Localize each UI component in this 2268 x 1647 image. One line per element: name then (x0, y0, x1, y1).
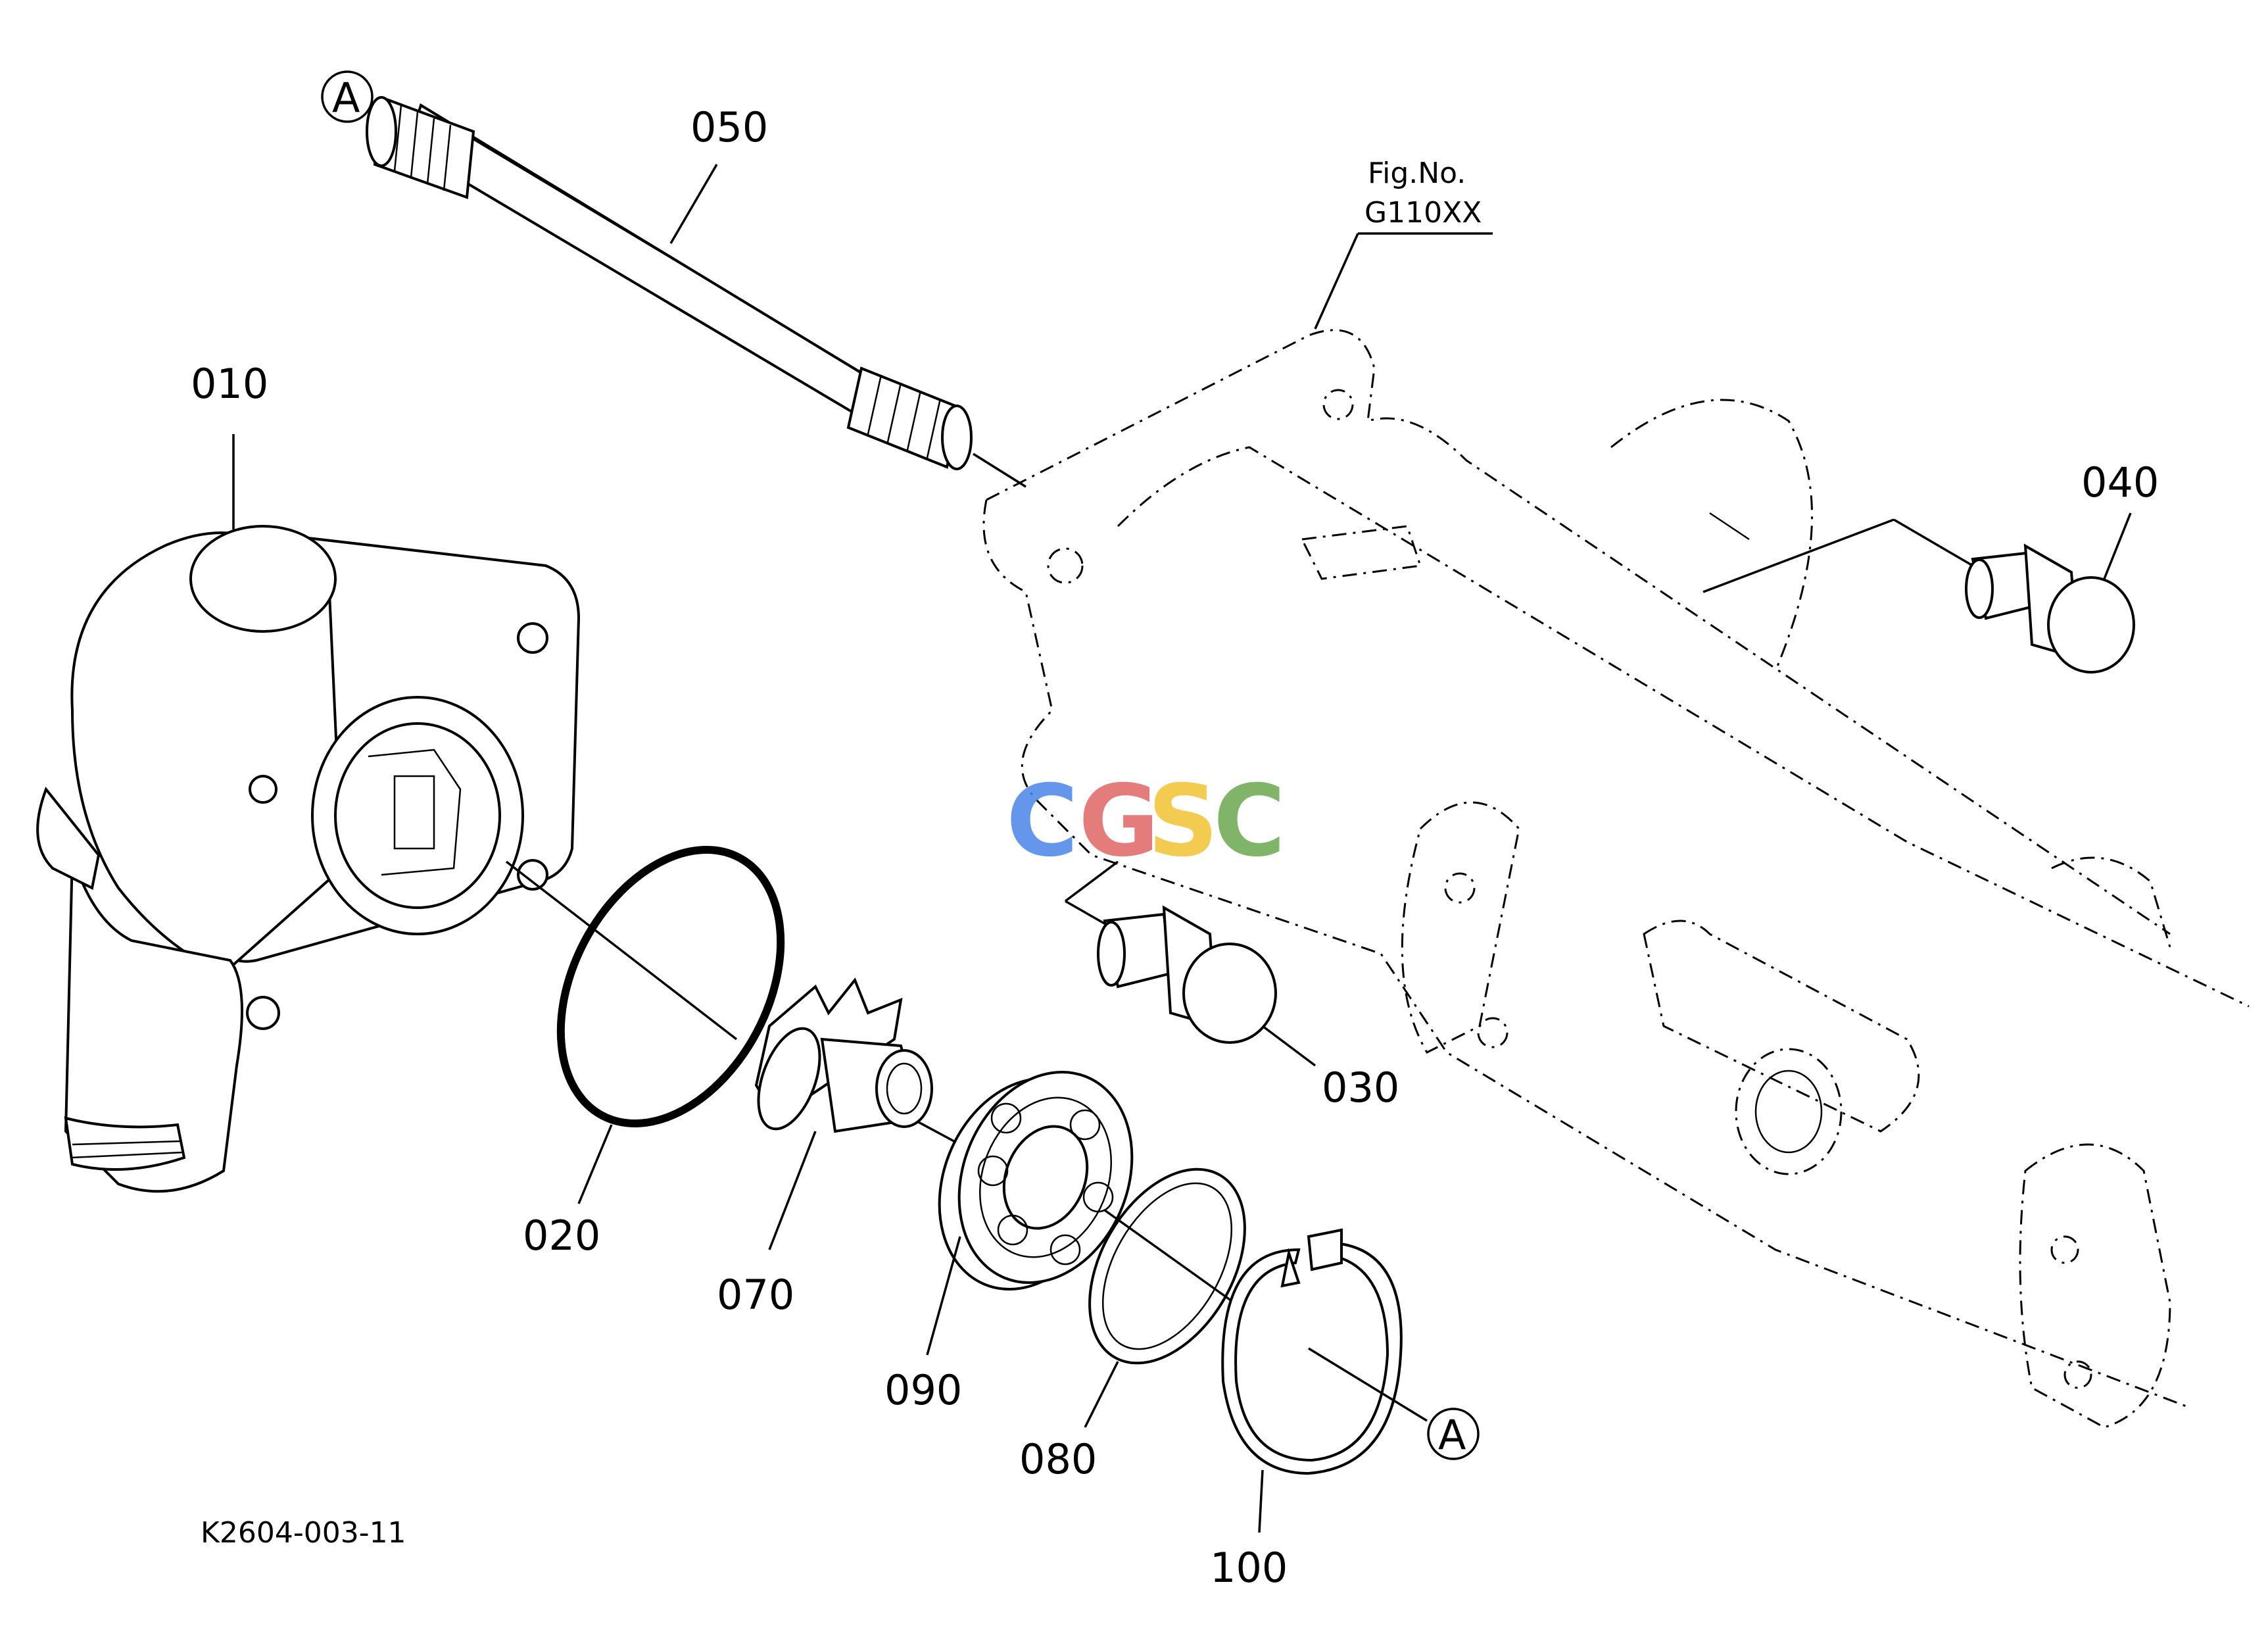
callout-a-top: A (321, 70, 374, 123)
part-090-bearing (926, 1071, 1134, 1356)
watermark-letter-2: G (1078, 764, 1159, 879)
label-040: 040 (2081, 458, 2159, 506)
part-100-circlip (1221, 1228, 1428, 1533)
drawing-code: K2604-003-11 (201, 1516, 406, 1550)
callout-a-letter: A (1438, 1411, 1466, 1459)
fig-number: G110XX (1364, 196, 1482, 230)
part-080-ring (1084, 1168, 1246, 1428)
label-050: 050 (690, 103, 768, 151)
part-040-plug (1702, 512, 2135, 674)
watermark-letter-1: C (1006, 764, 1078, 879)
figure-reference: Fig.No. G110XX (1314, 157, 1493, 330)
leader-050 (669, 164, 718, 244)
watermark-letter-4: C (1213, 764, 1286, 879)
label-090: 090 (884, 1366, 962, 1414)
label-100: 100 (1210, 1544, 1288, 1592)
part-010-housing (36, 525, 581, 1193)
watermark-logo: C G S C (1006, 764, 1286, 879)
part-030-plug (1064, 860, 1316, 1067)
callout-a-bottom: A (1427, 1408, 1480, 1460)
callout-a-letter: A (332, 74, 360, 122)
watermark-letter-3: S (1147, 764, 1218, 879)
fig-no-label: Fig.No. (1368, 157, 1466, 190)
label-010: 010 (191, 360, 268, 408)
label-020: 020 (523, 1212, 600, 1260)
housing-phantom-outline (982, 329, 2250, 1429)
label-070: 070 (717, 1271, 794, 1319)
part-050-shaft (366, 96, 1026, 488)
part-070-bevel-gear (754, 977, 961, 1250)
label-030: 030 (1322, 1064, 1399, 1112)
label-080: 080 (1019, 1435, 1097, 1483)
part-020-o-ring (505, 846, 785, 1204)
